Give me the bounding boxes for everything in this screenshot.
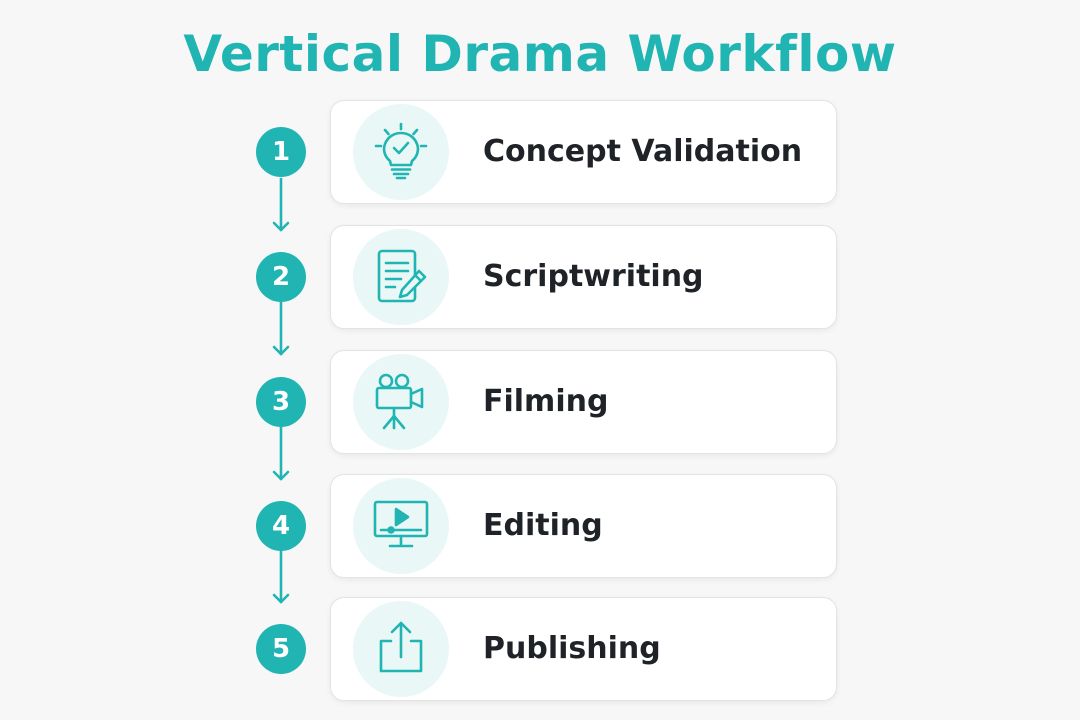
step-number-badge: 5 [256, 624, 306, 674]
step-card: Publishing [330, 597, 837, 701]
lightbulb-check-icon [374, 122, 428, 180]
step-1: 1 Concept Validation [0, 100, 1080, 204]
step-2: 2 Scriptwriting [0, 225, 1080, 329]
step-3: 3 Filming [0, 350, 1080, 454]
monitor-play-icon [373, 500, 429, 548]
step-label: Scriptwriting [483, 259, 704, 294]
icon-circle [353, 104, 449, 200]
step-number-badge: 4 [256, 501, 306, 551]
connector-arrow [271, 178, 291, 234]
step-card: Editing [330, 474, 837, 578]
icon-circle [353, 601, 449, 697]
connector-arrow [271, 302, 291, 358]
connector-arrow [271, 427, 291, 483]
upload-icon [379, 621, 423, 673]
step-label: Publishing [483, 631, 661, 666]
step-label: Editing [483, 508, 603, 543]
step-number-badge: 3 [256, 377, 306, 427]
step-card: Concept Validation [330, 100, 837, 204]
step-card: Scriptwriting [330, 225, 837, 329]
document-pencil-icon [377, 249, 427, 303]
step-4: 4 Editing [0, 474, 1080, 578]
icon-circle [353, 354, 449, 450]
step-number-badge: 1 [256, 127, 306, 177]
step-label: Concept Validation [483, 134, 803, 169]
step-card: Filming [330, 350, 837, 454]
movie-camera-icon [375, 373, 424, 430]
step-number-badge: 2 [256, 252, 306, 302]
connector-arrow [271, 550, 291, 606]
icon-circle [353, 229, 449, 325]
step-5: 5 Publishing [0, 597, 1080, 701]
icon-circle [353, 478, 449, 574]
step-label: Filming [483, 384, 609, 419]
page-title: Vertical Drama Workflow [183, 25, 897, 83]
